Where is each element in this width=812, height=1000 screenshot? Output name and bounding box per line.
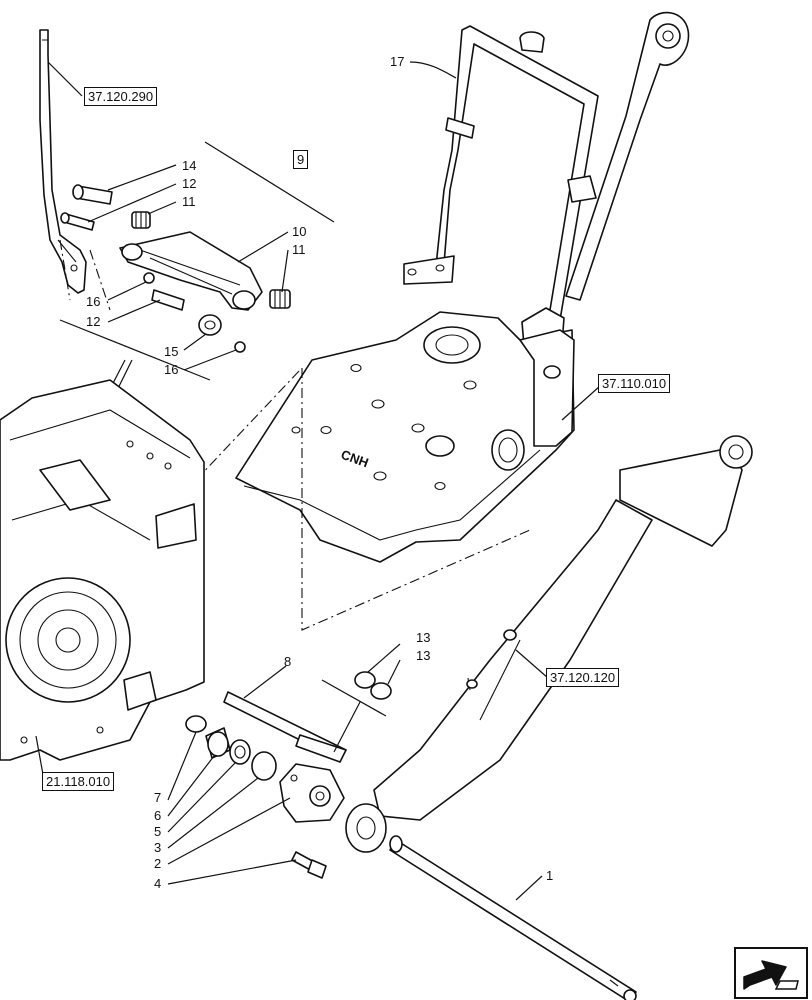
leader-13-group — [321, 679, 387, 753]
leader-11a — [147, 201, 177, 215]
spacer-15 — [198, 314, 222, 336]
o-ring-13-lower — [370, 682, 392, 700]
bushing-11-lower — [269, 289, 291, 309]
top-link — [565, 11, 690, 301]
pin-12-upper — [60, 212, 95, 231]
bushing-11-upper — [131, 211, 151, 229]
callout-7: 7 — [154, 790, 161, 805]
leader-8 — [243, 665, 287, 699]
leader-12a — [87, 183, 177, 223]
leader-37120290 — [47, 61, 83, 97]
leader-14 — [107, 164, 177, 191]
callout-6: 6 — [154, 808, 161, 823]
lever-arm-assembly — [119, 231, 263, 311]
leader-7 — [167, 731, 197, 801]
leader-6 — [167, 755, 215, 817]
transmission-projection-line — [195, 369, 301, 481]
callout-10: 10 — [292, 224, 306, 239]
seal-5 — [229, 739, 251, 765]
clip-16-lower — [234, 341, 246, 353]
leader-10 — [237, 231, 289, 263]
callout-17: 17 — [390, 54, 404, 69]
group-9-lower-bracket — [59, 319, 211, 381]
transmission-housing — [0, 379, 205, 761]
callout-13-upper: 13 — [416, 630, 430, 645]
pin-12-lower — [151, 289, 185, 311]
callout-5: 5 — [154, 824, 161, 839]
callout-2: 2 — [154, 856, 161, 871]
shaft-8 — [223, 691, 347, 763]
next-page-arrow-icon[interactable] — [734, 947, 808, 999]
leader-16a — [107, 281, 147, 301]
bushing-6 — [205, 727, 231, 759]
callout-1: 1 — [546, 868, 553, 883]
ref-link-transmission[interactable]: 21.118.010 — [42, 772, 115, 791]
callout-12-upper: 12 — [182, 176, 196, 191]
callout-16-lower: 16 — [164, 362, 178, 377]
o-ring-3 — [251, 751, 277, 781]
group-9-bracket — [204, 141, 335, 223]
callout-12-lower: 12 — [86, 314, 100, 329]
callout-16-upper: 16 — [86, 294, 100, 309]
leader-12b — [107, 299, 161, 323]
leader-13b — [387, 659, 401, 685]
bolt-4 — [291, 851, 327, 879]
leader-16b — [183, 349, 237, 371]
lift-arm — [345, 435, 753, 853]
leader-1 — [515, 875, 543, 901]
seat-lever-part — [39, 29, 87, 294]
callout-15: 15 — [164, 344, 178, 359]
callout-11-lower: 11 — [292, 242, 306, 257]
lift-cover-housing — [235, 311, 575, 563]
callout-4: 4 — [154, 876, 161, 891]
bearing-housing-2 — [279, 763, 345, 823]
clip-16-upper — [143, 272, 155, 284]
o-ring-13-upper — [354, 671, 376, 689]
ref-link-lift-arm[interactable]: 37.120.120 — [546, 668, 620, 687]
leader-5 — [167, 761, 237, 833]
leader-11b — [281, 249, 289, 293]
ref-link-seat-lever[interactable]: 37.120.290 — [84, 87, 158, 106]
arrow-icon-graphic — [743, 960, 799, 990]
callout-11-upper: 11 — [182, 194, 196, 209]
callout-3: 3 — [154, 840, 161, 855]
ref-link-group-9[interactable]: 9 — [293, 150, 309, 169]
leader-37120120 — [515, 649, 549, 679]
snap-ring-7 — [185, 715, 207, 733]
leader-3 — [167, 777, 259, 849]
shaft-1 — [389, 835, 637, 1000]
cover-projection-lines — [301, 368, 531, 631]
callout-14: 14 — [182, 158, 196, 173]
callout-13-lower: 13 — [416, 648, 430, 663]
leader-17 — [409, 61, 457, 79]
leader-15 — [183, 333, 207, 351]
leader-2 — [167, 797, 291, 865]
leader-13a — [367, 643, 401, 673]
leader-4 — [167, 859, 297, 885]
leader-37110010 — [561, 385, 601, 421]
callout-8: 8 — [284, 654, 291, 669]
pin-14 — [72, 184, 113, 205]
ref-link-lift-cover[interactable]: 37.110.010 — [598, 374, 671, 393]
